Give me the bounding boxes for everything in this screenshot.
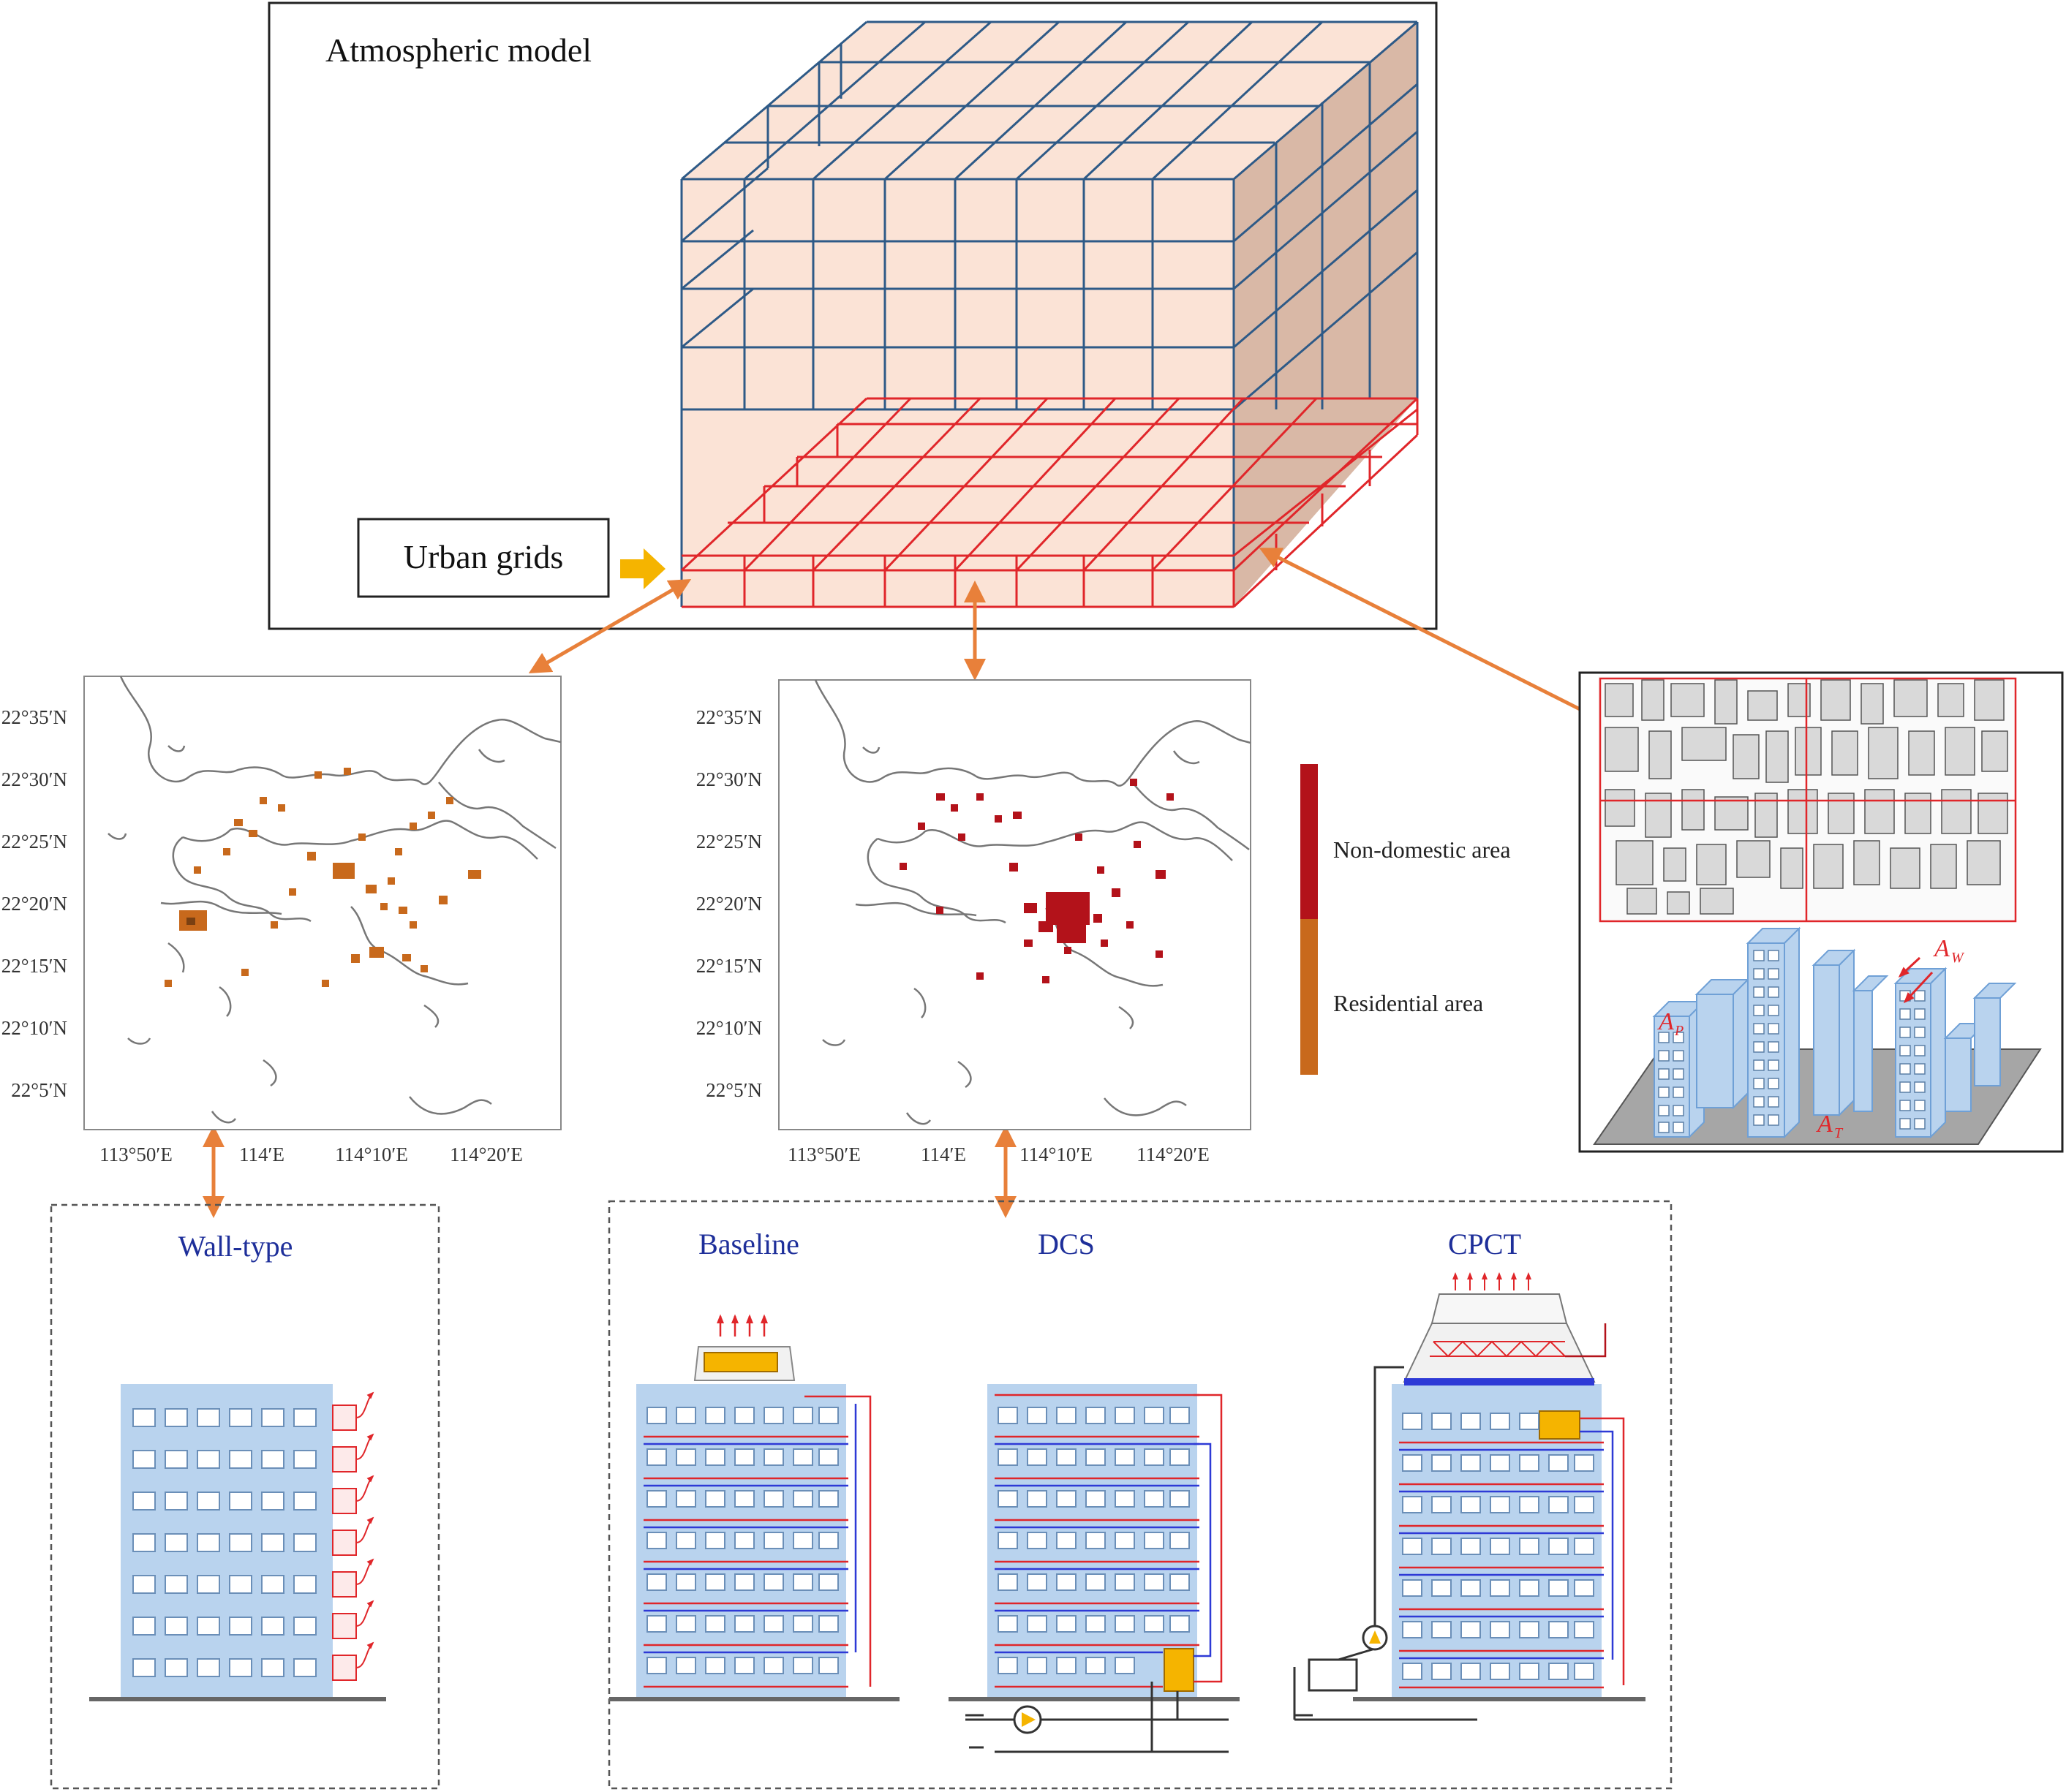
cooling-systems-box: Baseline DCS CPCT	[608, 1200, 1673, 1790]
lat-label: 22°20′N	[696, 893, 762, 915]
map-residential-lat-labels: 22°35′N 22°30′N 22°25′N 22°20′N 22°15′N …	[1, 706, 67, 1101]
lon-label: 114°10′E	[335, 1143, 408, 1165]
lat-label: 22°5′N	[11, 1079, 67, 1101]
lon-label: 114°10′E	[1019, 1143, 1093, 1165]
wall-type-box: Wall-type	[50, 1203, 440, 1790]
lat-label: 22°10′N	[1, 1017, 67, 1039]
urban-grids-arrow	[620, 548, 666, 589]
model-frame	[268, 1, 1438, 630]
map-residential-coastline	[108, 676, 562, 1124]
legend-label-nondomestic: Non-domestic area	[1333, 836, 1511, 863]
lon-label: 114′E	[239, 1143, 284, 1165]
cube-front-face	[682, 179, 1234, 607]
map-residential: 22°35′N 22°30′N 22°25′N 22°20′N 22°15′N …	[1, 676, 562, 1165]
legend-label-residential: Residential area	[1333, 990, 1483, 1016]
lat-label: 22°30′N	[1, 768, 67, 790]
urban-grid-lines	[680, 397, 1419, 608]
lat-label: 22°15′N	[696, 955, 762, 977]
cpct-title: CPCT	[1448, 1228, 1521, 1260]
label-at-sub: T	[1834, 1125, 1844, 1141]
lat-label: 22°25′N	[1, 831, 67, 852]
connector-arrows	[203, 548, 1613, 1218]
map-nondomestic-cells	[900, 779, 1174, 983]
lon-label: 114′E	[921, 1143, 966, 1165]
atmospheric-grid-lines	[680, 20, 1419, 607]
lat-label: 22°20′N	[1, 893, 67, 915]
dcs-title: DCS	[1038, 1228, 1095, 1260]
label-ap-sub: P	[1674, 1023, 1684, 1039]
lat-label: 22°15′N	[1, 955, 67, 977]
baseline-title: Baseline	[698, 1228, 799, 1260]
cpct-building	[1293, 1272, 1645, 1721]
lon-label: 113°50′E	[788, 1143, 861, 1165]
wall-type-frame	[50, 1203, 440, 1790]
dcs-building	[949, 1384, 1240, 1753]
map-nondomestic-lon-labels: 113°50′E 114′E 114°10′E 114°20′E	[788, 1143, 1210, 1165]
map-residential-lon-labels: 113°50′E 114′E 114°10′E 114°20′E	[99, 1143, 523, 1165]
map-nondomestic-coastline	[814, 679, 1251, 1125]
wall-type-ac-units	[332, 1391, 374, 1681]
map-legend: Non-domestic area Residential area	[1300, 764, 1511, 1075]
map-nondomestic: 22°35′N 22°30′N 22°25′N 22°20′N 22°15′N …	[696, 679, 1251, 1165]
city-plan	[1598, 676, 2017, 923]
map-residential-cells	[165, 768, 481, 987]
label-aw: A	[1933, 935, 1950, 962]
map-nondomestic-frame	[778, 679, 1251, 1130]
map-residential-frame	[83, 676, 562, 1130]
legend-swatch-residential	[1300, 919, 1318, 1075]
lat-label: 22°30′N	[696, 768, 762, 790]
lon-label: 114°20′E	[450, 1143, 523, 1165]
cube-side-face	[1234, 22, 1417, 607]
building-blocks-3d: A P A W A T	[1593, 926, 2042, 1145]
lat-label: 22°10′N	[696, 1017, 762, 1039]
building-morphology-panel: A P A W A T	[1578, 671, 2064, 1153]
map-nondomestic-lat-labels: 22°35′N 22°30′N 22°25′N 22°20′N 22°15′N …	[696, 706, 762, 1101]
wall-type-windows	[132, 1408, 317, 1677]
lat-label: 22°25′N	[696, 831, 762, 852]
label-ap: A	[1657, 1008, 1674, 1035]
lon-label: 113°50′E	[99, 1143, 173, 1165]
label-at: A	[1816, 1111, 1833, 1138]
wall-type-title: Wall-type	[178, 1230, 293, 1263]
lat-label: 22°35′N	[1, 706, 67, 728]
urban-grids-label: Urban grids	[404, 538, 563, 575]
label-aw-sub: W	[1951, 950, 1965, 966]
baseline-building	[609, 1314, 900, 1701]
lat-label: 22°5′N	[706, 1079, 762, 1101]
systems-frame	[608, 1200, 1673, 1790]
model-title: Atmospheric model	[325, 31, 592, 69]
atmospheric-model-panel: Atmospheric model	[268, 1, 1438, 630]
legend-swatch-nondomestic	[1300, 764, 1318, 919]
lon-label: 114°20′E	[1136, 1143, 1210, 1165]
lat-label: 22°35′N	[696, 706, 762, 728]
